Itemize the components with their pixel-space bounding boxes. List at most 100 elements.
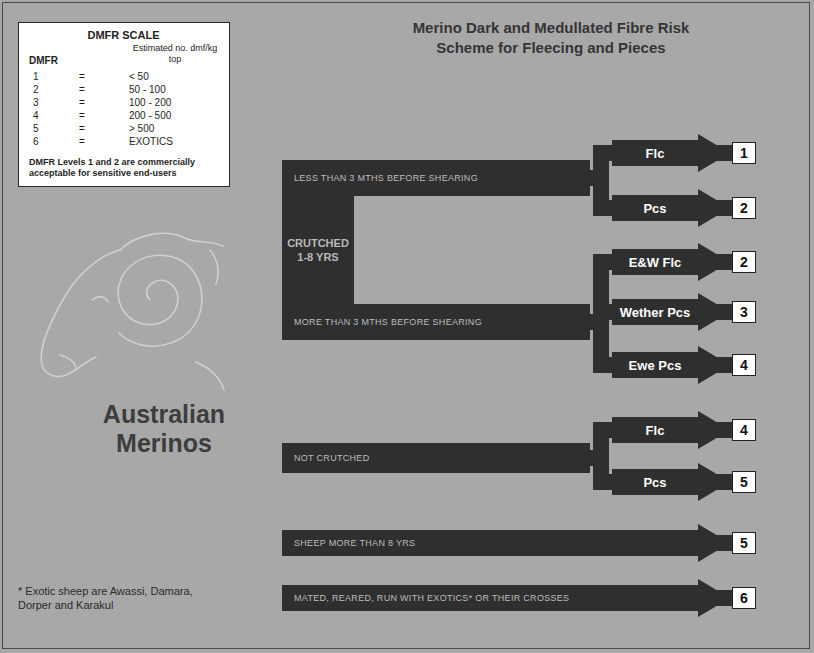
risk-level-box: 2: [732, 251, 756, 273]
crutched-label-area: CRUTCHED 1-8 YRS: [282, 196, 354, 304]
arrow-text: Pcs: [643, 201, 666, 216]
connector: [698, 243, 732, 281]
branch-bar: [590, 262, 612, 322]
arrow-shaft: Pcs: [612, 195, 698, 221]
connector: [698, 346, 732, 384]
risk-number: 4: [740, 422, 748, 438]
table-cell: =: [79, 71, 99, 83]
connector: [698, 411, 732, 449]
table-cell: =: [79, 84, 99, 96]
band-text: MATED, REARED, RUN WITH EXOTICS* OR THEI…: [294, 593, 569, 603]
risk-level-box: 5: [732, 532, 756, 554]
connector: [590, 262, 612, 322]
connector: [698, 189, 732, 227]
table-cell: 4: [33, 110, 63, 122]
band-text: SHEEP MORE THAN 8 YRS: [294, 538, 415, 548]
category-arrow: SHEEP MORE THAN 8 YRS: [282, 530, 698, 556]
arrow-head: [698, 243, 730, 281]
table-heading: DMFR SCALE: [19, 29, 228, 42]
risk-number: 2: [740, 200, 748, 216]
arrow-shaft: Wether Pcs: [612, 299, 698, 325]
table-cell: 3: [33, 97, 63, 109]
arrow-text: Ewe Pcs: [629, 358, 682, 373]
diagram-title: Merino Dark and Medullated Fibre Risk Sc…: [393, 18, 709, 58]
risk-level-box: 3: [732, 301, 756, 323]
risk-level-box: 2: [732, 197, 756, 219]
crutched-shape: [282, 160, 590, 340]
risk-level-box: 4: [732, 419, 756, 441]
band-text: MORE THAN 3 MTHS BEFORE SHEARING: [294, 317, 482, 327]
category-band: MORE THAN 3 MTHS BEFORE SHEARING: [282, 304, 590, 340]
table-cell: 200 - 500: [129, 110, 219, 122]
group-label: Australian Merinos: [84, 400, 244, 458]
arrow-head: [698, 293, 730, 331]
table-cell: 1: [33, 71, 63, 83]
arrow-head: [698, 346, 730, 384]
connector: [698, 463, 732, 501]
category-arrow: MATED, REARED, RUN WITH EXOTICS* OR THEI…: [282, 585, 698, 611]
footnote: * Exotic sheep are Awassi, Damara, Dorpe…: [18, 584, 223, 612]
band-text: LESS THAN 3 MTHS BEFORE SHEARING: [294, 173, 478, 183]
risk-number: 4: [740, 357, 748, 373]
arrow-text: Pcs: [643, 475, 666, 490]
crutched-group-band: CRUTCHED 1-8 YRS LESS THAN 3 MTHS BEFORE …: [282, 160, 590, 340]
connector: [590, 322, 612, 365]
table-cell: DMFR: [29, 55, 89, 67]
risk-level-box: 6: [732, 587, 756, 609]
band-text: NOT CRUTCHED: [294, 453, 369, 463]
connector: [698, 293, 732, 331]
risk-number: 6: [740, 590, 748, 606]
arrow-shaft: Ewe Pcs: [612, 352, 698, 378]
table-cell: < 50: [129, 71, 219, 83]
category-band: LESS THAN 3 MTHS BEFORE SHEARING: [282, 160, 590, 196]
arrow-head: [698, 463, 730, 501]
branch-bar: [590, 458, 612, 482]
connector: [590, 458, 612, 482]
arrow-shaft: Pcs: [612, 469, 698, 495]
arrow-shaft: Flc: [612, 140, 698, 166]
table-cell: 50 - 100: [129, 84, 219, 96]
scale-table-box: DMFR SCALE DMFR Estimated no. dmf/kg top 1 =…: [18, 22, 230, 187]
branch-bar: [590, 178, 612, 208]
arrow-text: E&W Flc: [629, 255, 682, 270]
table-cell: 6: [33, 136, 63, 148]
risk-number: 5: [740, 535, 748, 551]
arrow-head: [698, 134, 730, 172]
group-label: CRUTCHED 1-8 YRS: [283, 236, 353, 264]
branch-bar: [590, 322, 612, 365]
arrow-head: [698, 579, 730, 617]
risk-level-box: 5: [732, 471, 756, 493]
arrow-shaft: E&W Flc: [612, 249, 698, 275]
arrow-head: [698, 411, 730, 449]
arrow-text: Wether Pcs: [620, 305, 691, 320]
arrow-head: [698, 189, 730, 227]
table-cell: 2: [33, 84, 63, 96]
table-cell: =: [79, 110, 99, 122]
table-cell: =: [79, 123, 99, 135]
arrow-head: [698, 524, 730, 562]
connector: [698, 134, 732, 172]
arrow-text: Flc: [646, 146, 665, 161]
risk-number: 1: [740, 145, 748, 161]
arrow-shaft: Flc: [612, 417, 698, 443]
connector: [590, 178, 612, 208]
table-note: DMFR Levels 1 and 2 are commercially acc…: [29, 157, 221, 179]
risk-number: 3: [740, 304, 748, 320]
ram-head-lines: [41, 233, 224, 390]
risk-level-box: 4: [732, 354, 756, 376]
table-cell: =: [79, 97, 99, 109]
table-cell: EXOTICS: [129, 136, 219, 148]
risk-number: 2: [740, 254, 748, 270]
arrow-text: Flc: [646, 423, 665, 438]
risk-level-box: 1: [732, 142, 756, 164]
table-cell: =: [79, 136, 99, 148]
table-cell: 100 - 200: [129, 97, 219, 109]
connector: [698, 579, 732, 617]
connector: [698, 524, 732, 562]
risk-number: 5: [740, 474, 748, 490]
category-band: NOT CRUTCHED: [282, 443, 590, 473]
table-cell: Estimated no. dmf/kg top: [127, 43, 223, 65]
table-cell: 5: [33, 123, 63, 135]
